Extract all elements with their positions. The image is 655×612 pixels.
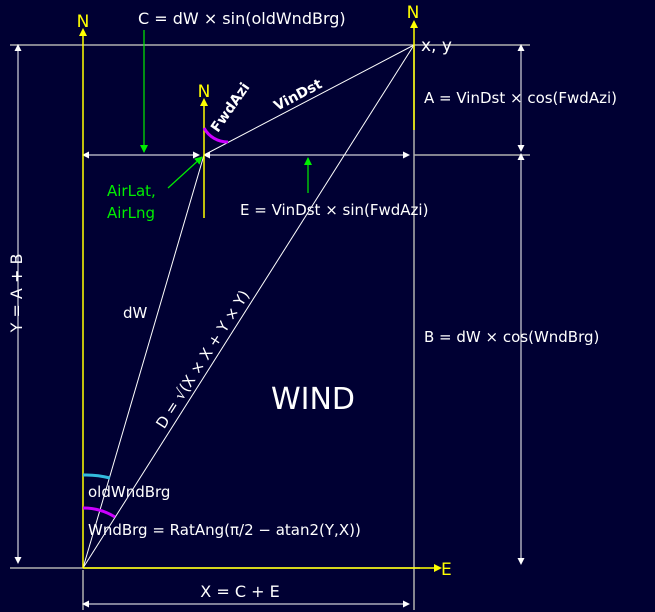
north-label-left: N — [77, 12, 90, 32]
point-xy-label: x, y — [421, 36, 452, 56]
eq-b: B = dW × cos(WndBrg) — [424, 328, 599, 346]
wind-label: WIND — [271, 382, 355, 417]
eq-e: E = VinDst × sin(FwdAzi) — [240, 201, 428, 219]
d-line — [82, 44, 415, 569]
wndbrg-arc — [82, 506, 116, 519]
eq-x: X = C + E — [200, 582, 279, 601]
airlng-label: AirLng — [107, 204, 155, 222]
oldwndbrg-label: oldWndBrg — [88, 483, 170, 501]
oldwndbrg-arc — [82, 473, 111, 480]
dw-label: dW — [123, 304, 148, 322]
airlat-label: AirLat, — [107, 182, 156, 200]
eq-c: C = dW × sin(oldWndBrg) — [138, 9, 346, 28]
north-label-middle: N — [198, 82, 211, 102]
fwdazi-label: FwdAzi — [208, 80, 253, 135]
dw-line — [82, 154, 205, 569]
dimension-lines — [14, 44, 525, 608]
vector-lines — [82, 44, 415, 569]
eq-a: A = VinDst × cos(FwdAzi) — [424, 89, 617, 107]
green-leaders — [140, 30, 312, 193]
eq-y: Y = A + B — [7, 254, 26, 334]
eq-d: D = √(X × X + Y × Y) — [152, 287, 253, 432]
eq-wndbrg: WndBrg = RatAng(π/2 − atan2(Y,X)) — [88, 521, 361, 539]
yellow-axes — [79, 20, 442, 572]
vindst-line — [203, 44, 415, 156]
airlat-leader — [167, 156, 203, 189]
east-label: E — [441, 560, 452, 580]
fwdazi-arc — [202, 127, 229, 144]
north-label-right: N — [407, 3, 420, 23]
